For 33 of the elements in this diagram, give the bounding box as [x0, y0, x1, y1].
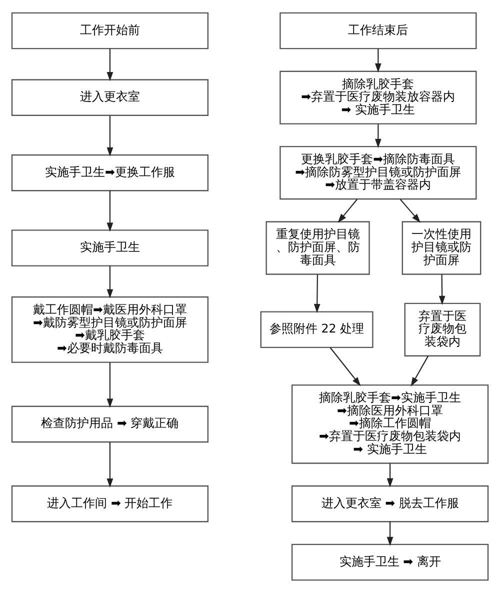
node-box: 实施手卫生➡更换工作服 [11, 154, 209, 191]
node-box: 实施手卫生 [11, 229, 209, 266]
arrow [106, 362, 114, 408]
node-box: 戴工作圆帽➡戴医用外科口罩➡戴防雾型护目镜或防护面屏➡戴乳胶手套➡必要时戴防毒面具 [11, 296, 209, 362]
node-box: 进入更衣室 ➡ 脱去工作服 [291, 484, 489, 522]
node-box: 更换乳胶手套➡摘除防毒面具➡摘除防雾型护目镜或防护面屏➡放置于带盖容器内 [280, 145, 477, 200]
node-box: 弃置于医疗废物包装袋内 [404, 302, 481, 356]
arrow [338, 198, 358, 222]
arrow [410, 355, 429, 386]
node-box: 工作开始前 [11, 12, 209, 49]
arrow [438, 274, 446, 304]
arrow [386, 521, 394, 546]
arrow [386, 463, 394, 487]
node-box: 一次性使用护目镜或防护面屏 [402, 220, 482, 274]
node-box: 摘除乳胶手套 ➡弃置于医疗废物装放容器内➡ 实施手卫生 [280, 70, 477, 124]
node-box: 进入工作间 ➡ 开始工作 [11, 484, 209, 522]
arrow [330, 346, 361, 386]
arrow [400, 198, 421, 222]
node-box: 重复使用护目镜、防护面屏、防毒面具 [266, 220, 370, 274]
arrow [374, 48, 382, 72]
node-box: 工作结束后 [280, 12, 477, 49]
node-box: 检查防护用品 ➡ 穿戴正确 [11, 405, 209, 442]
node-box: 实施手卫生 ➡ 离开 [291, 543, 489, 580]
arrow [374, 124, 382, 148]
arrow [106, 190, 114, 232]
node-box: 进入更衣室 [11, 78, 209, 116]
node-box: 参照附件 22 处理 [260, 310, 374, 348]
arrow [314, 274, 320, 313]
arrow [106, 48, 114, 81]
arrow [106, 115, 114, 156]
arrow [106, 442, 114, 488]
node-box: 摘除乳胶手套➡实施手卫生➡摘除医用外科口罩 ➡摘除工作圆帽➡弃置于医疗废物包装袋内➡ 实施手卫生 [291, 384, 489, 464]
arrow [106, 265, 114, 298]
